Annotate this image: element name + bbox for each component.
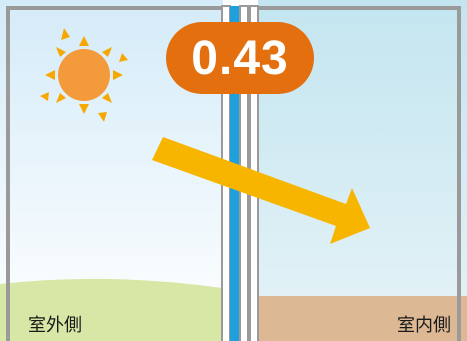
u-value-badge: 0.43 (166, 22, 314, 94)
sun-icon (40, 28, 128, 122)
outdoor-label: 室外側 (28, 315, 82, 336)
indoor-floor (258, 296, 467, 341)
indoor-label: 室内側 (397, 315, 451, 336)
grass-hill (0, 278, 222, 341)
arrow-right-down-icon (152, 137, 370, 244)
